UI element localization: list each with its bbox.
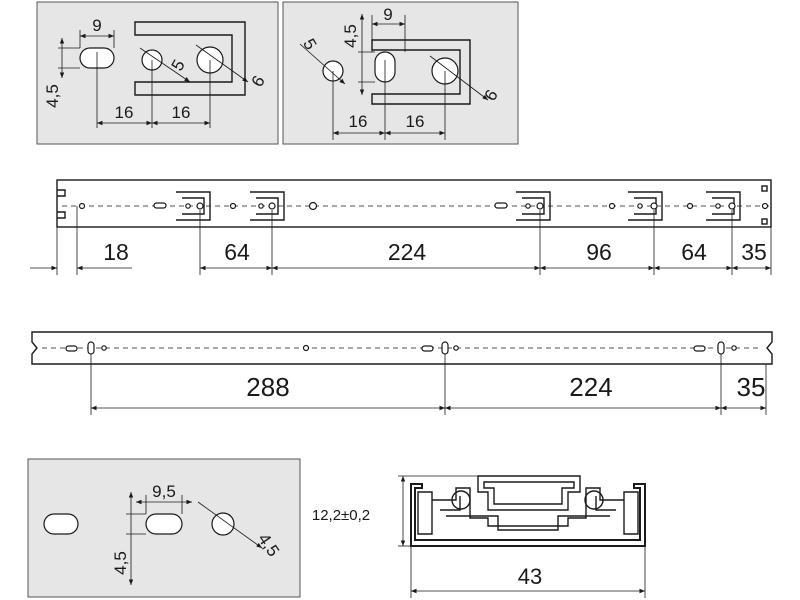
profile-section: 12,2±0,2 43 [312, 475, 646, 598]
detail-c-slot-width-label: 9,5 [152, 482, 176, 501]
detail-c-slot-left [43, 513, 79, 535]
detail-a-slot-width-label: 9 [92, 16, 101, 35]
rail-bracket-3 [516, 191, 551, 221]
bottom-rail: 288 224 35 [31, 331, 773, 415]
rail-bracket-5 [706, 191, 741, 221]
detail-c-hole [211, 512, 235, 536]
bottom-rail-dim-1: 288 [246, 372, 289, 402]
detail-a-spacing-1-label: 16 [115, 103, 134, 122]
detail-b-spacing-1-label: 16 [349, 112, 368, 131]
rail-bracket-4 [628, 191, 663, 221]
detail-a-spacing-2-label: 16 [172, 103, 191, 122]
top-rail-dim-6: 35 [741, 239, 767, 265]
profile-width-label: 43 [518, 564, 542, 589]
bottom-rail-dim-2: 224 [569, 372, 612, 402]
top-rail-dim-2: 64 [224, 239, 250, 265]
top-rail: 18 64 224 96 64 35 [30, 179, 772, 275]
top-rail-dim-3: 224 [388, 239, 427, 265]
detail-b-slot-width-label: 9 [383, 5, 392, 24]
detail-c-slot-height-label: 4,5 [111, 551, 130, 575]
top-rail-dim-4: 96 [586, 239, 612, 265]
rail-bracket-2 [250, 191, 285, 221]
detail-b-slot-height-label: 4,5 [341, 24, 360, 48]
detail-a-panel: 9 4,5 5 6 16 16 [36, 1, 279, 145]
detail-a-slot-height-label: 4,5 [43, 84, 62, 108]
detail-b-spacing-2-label: 16 [406, 112, 425, 131]
profile-height-label: 12,2±0,2 [312, 507, 370, 524]
detail-c-slot-right [145, 513, 183, 535]
top-rail-dim-1: 18 [103, 239, 129, 265]
detail-b-panel: 9 4,5 5 6 16 16 [282, 1, 519, 145]
bottom-rail-dim-3: 35 [737, 372, 766, 402]
rail-bracket-1 [176, 191, 211, 221]
top-rail-dim-5: 64 [681, 239, 707, 265]
detail-c-panel: 9,5 4,5 4,5 [27, 458, 301, 598]
